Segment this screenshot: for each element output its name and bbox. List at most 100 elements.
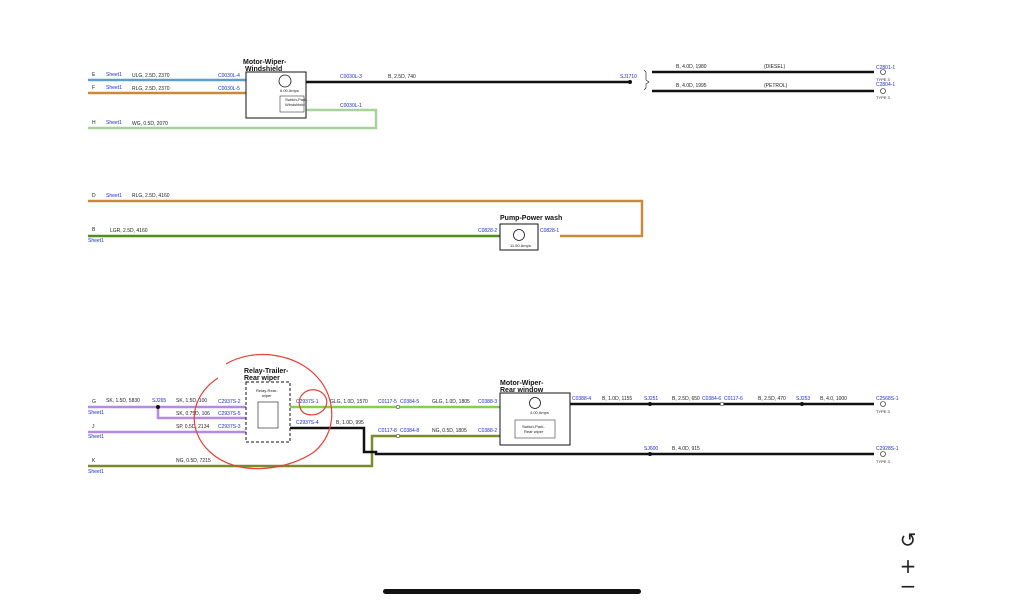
terminal: [880, 69, 886, 75]
splice-label[interactable]: SJ253: [796, 396, 810, 402]
motor-symbol: [513, 229, 525, 241]
component-title: Rear window: [500, 387, 544, 394]
switch-title: Switch-Park-: [285, 97, 308, 102]
connector-label[interactable]: C0030L-5: [218, 86, 240, 92]
switch-title: Switch-Park-: [522, 424, 545, 429]
wire-label: B, 2.5D, 740: [388, 74, 416, 80]
home-indicator: [383, 589, 641, 594]
component-title: Windshield: [245, 66, 282, 73]
splice-label[interactable]: SJ251: [644, 396, 658, 402]
connector-label[interactable]: C0388-2: [478, 428, 497, 434]
reset-rotation-icon[interactable]: ↺: [896, 528, 920, 552]
splice: [156, 405, 160, 409]
splice-label[interactable]: SJ265: [152, 398, 166, 404]
wire-ng: [88, 434, 500, 468]
connector-label[interactable]: C2801-1: [876, 65, 895, 71]
connector-label[interactable]: C2937S-5: [218, 411, 241, 417]
connector-label[interactable]: C2568S-1: [876, 396, 899, 402]
motor-note: 6.00 Amps: [280, 88, 299, 93]
motor-symbol: [529, 397, 541, 409]
wire-label: SK, 0.75D, 106: [176, 411, 210, 417]
connector-label[interactable]: C0828-1: [540, 228, 559, 234]
type-label: TYPE 3: [876, 77, 891, 82]
connector-label[interactable]: C0388-4: [572, 396, 591, 402]
terminal: [880, 451, 886, 457]
pin-label: E: [92, 72, 96, 78]
type-label: TYPE 3: [876, 459, 891, 464]
connector-label[interactable]: C0828-2: [478, 228, 497, 234]
sheet-link[interactable]: Sheet1: [88, 469, 104, 475]
wire-label: B, 1.0D, 995: [336, 420, 364, 426]
connector-label[interactable]: C0117-6: [724, 396, 743, 402]
pin-label: K: [92, 458, 96, 464]
splice-label[interactable]: SJ1710: [620, 74, 637, 80]
sheet-link[interactable]: Sheet1: [106, 193, 122, 199]
wire-label: B, 4.0D, 915: [672, 446, 700, 452]
wire-label: SP, 0.5D, 2134: [176, 424, 209, 430]
wire-black: [290, 426, 874, 456]
left-terminals: E F H Sheet1 Sheet1 Sheet1: [92, 72, 122, 126]
connector-label[interactable]: C2937S-3: [218, 424, 241, 430]
wire-label: B, 4.0D, 1995: [676, 83, 707, 89]
wire-label: WG, 0.5D, 2070: [132, 121, 168, 127]
zoom-out-icon[interactable]: −: [896, 574, 920, 598]
wire-label: GLG, 1.0D, 1805: [432, 399, 470, 405]
sheet-link[interactable]: Sheet1: [88, 434, 104, 440]
connector-label[interactable]: C0030L-3: [340, 74, 362, 80]
motor-wiper-windshield[interactable]: Motor-Wiper- Windshield 6.00 Amps Switch…: [243, 59, 308, 119]
motor-note: 11.50 Amps: [510, 243, 531, 248]
connector-label[interactable]: C0384-6: [702, 396, 721, 402]
component-title: Motor-Wiper-: [500, 380, 544, 387]
splice: [628, 80, 632, 84]
pin-label: D: [92, 193, 96, 199]
connector-label[interactable]: C2804-1: [876, 82, 895, 88]
connector-label[interactable]: C2928S-1: [876, 446, 899, 452]
component-title: Pump-Power wash: [500, 215, 562, 222]
pin-label: F: [92, 85, 95, 91]
connector-label[interactable]: C0117-8: [378, 428, 397, 434]
connector-label[interactable]: C0384-8: [400, 428, 419, 434]
splice-label[interactable]: SJ600: [644, 446, 658, 452]
component-title: Rear wiper: [244, 375, 280, 382]
splice: [648, 402, 652, 406]
variant-note: (DIESEL): [764, 64, 785, 70]
connector-label[interactable]: C0117-5: [378, 399, 397, 405]
connector-label[interactable]: C2937S-1: [296, 399, 319, 405]
pump-power-wash[interactable]: Pump-Power wash 11.50 Amps: [499, 215, 562, 251]
annotation-circle: [193, 353, 333, 470]
connector-label[interactable]: C2937S-4: [296, 420, 319, 426]
wire-label: ULG, 2.5D, 2370: [132, 73, 170, 79]
sheet-link[interactable]: Sheet1: [88, 238, 104, 244]
sheet-link[interactable]: Sheet1: [88, 410, 104, 416]
splice: [648, 452, 652, 456]
sheet-link[interactable]: Sheet1: [106, 120, 122, 126]
type-label: TYPE 3: [876, 95, 891, 100]
relay-inner-label: wiper: [262, 393, 272, 398]
component-title: Motor-Wiper-: [243, 59, 287, 66]
connector-label[interactable]: C0384-5: [400, 399, 419, 405]
connector-label[interactable]: C0030L-4: [218, 73, 240, 79]
sheet-link[interactable]: Sheet1: [106, 72, 122, 78]
wire-label: NG, 0.5D, 7215: [176, 458, 211, 464]
connector-label[interactable]: C2937S-2: [218, 399, 241, 405]
connector-label[interactable]: C0388-3: [478, 399, 497, 405]
pin-label: J: [92, 424, 95, 430]
pin-label: G: [92, 399, 96, 405]
motor-note: 4.00 Amps: [530, 410, 549, 415]
wire-label: B, 1.0D, 1155: [602, 396, 632, 402]
wire-wg: [88, 108, 378, 130]
switch-title: Rear wiper: [524, 429, 544, 434]
terminal: [880, 88, 886, 94]
terminal: [880, 401, 886, 407]
connector-label[interactable]: C0030L-1: [340, 103, 362, 109]
inline-connector: [395, 404, 401, 410]
washer-section: D B Sheet1 Sheet1 RLG, 2.5D, 4160 LGR, 2…: [88, 193, 644, 251]
motor-wiper-rear-window[interactable]: Motor-Wiper- Rear window 4.00 Amps Switc…: [499, 380, 571, 446]
wire-label: RLG, 2.5D, 2370: [132, 86, 170, 92]
wire-label: RLG, 2.5D, 4160: [132, 193, 170, 199]
wire-label: B, 4.0, 1000: [820, 396, 847, 402]
sheet-link[interactable]: Sheet1: [106, 85, 122, 91]
windshield-section: E F H Sheet1 Sheet1 Sheet1 ULG, 2.5D, 23…: [88, 59, 895, 130]
relay-trailer-rear-wiper[interactable]: Relay-Trailer- Rear wiper Relay-Rear- wi…: [244, 368, 291, 443]
